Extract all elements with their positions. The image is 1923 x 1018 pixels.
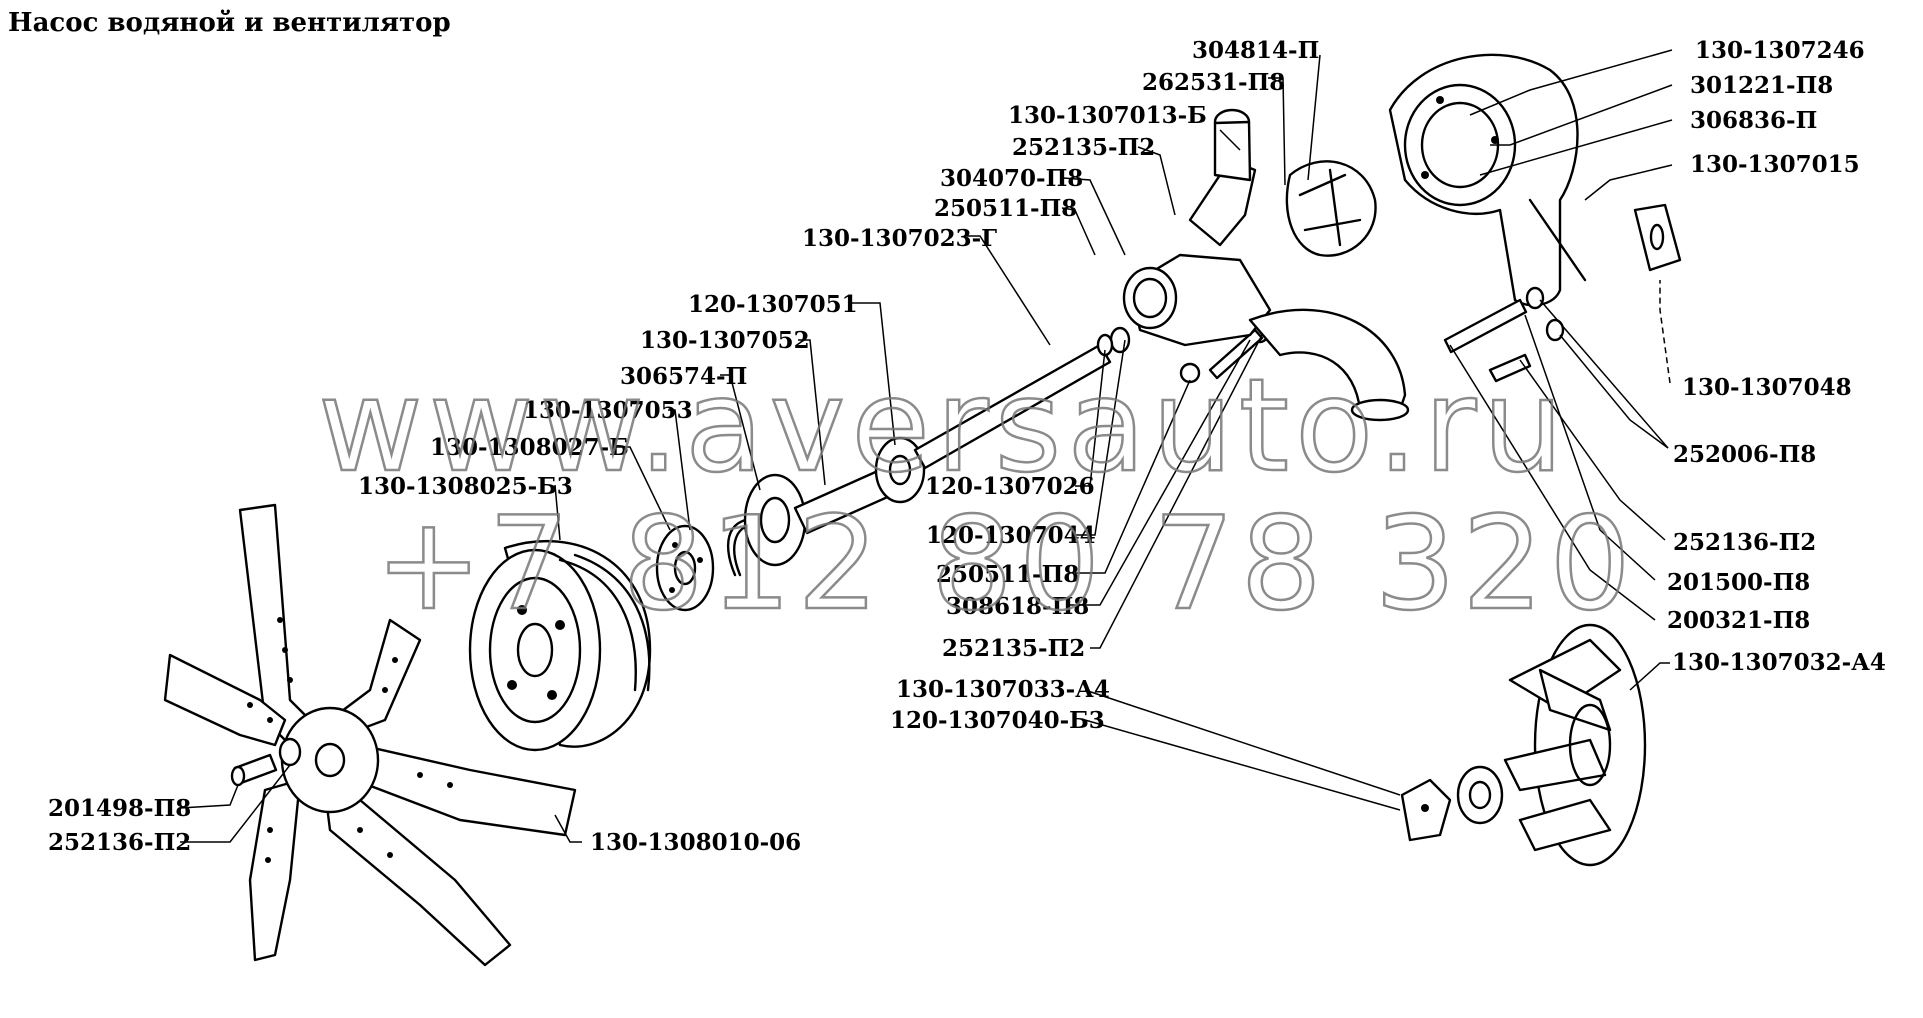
callout-label: 306574-П [620,363,747,390]
callout-label: 252006-П8 [1673,441,1816,468]
side-bolts [1443,286,1565,383]
watermark-phone: +7 812 80 78 320 [375,490,1637,639]
callout-labels: 304814-П 262531-П8 130-1307013-Б 252135-… [48,37,1886,856]
callout-label: 130-1307052 [640,327,810,354]
fan-blade-right [353,743,577,837]
pump-housing [1122,108,1410,422]
callout-label: 130-1308025-Б3 [358,473,573,500]
callout-label: 250511-П8 [934,195,1077,222]
front-bearing [874,436,926,504]
callout-label: 130-1307053 [523,397,693,424]
callout-label: 252135-П2 [1012,134,1155,161]
pulley-assembly [468,539,652,752]
callout-label: 130-1307033-А4 [896,676,1110,703]
callout-label: 252135-П2 [942,635,1085,662]
impeller [1503,623,1647,867]
callout-label: 120-1307026 [925,473,1095,500]
callout-label: 304814-П [1192,37,1319,64]
callout-label: 130-1307023-Г [802,225,997,252]
callout-label: 252136-П2 [1673,529,1816,556]
callout-label: 301221-П8 [1690,72,1833,99]
watermark-url: www.aversauto.ru [318,352,1570,501]
callout-label: 306836-П [1690,107,1817,134]
watermark: www.aversauto.ru +7 812 80 78 320 [317,351,1637,641]
fan-rivets [247,617,453,863]
pump-shaft [913,343,1112,470]
leader-lines [179,49,1673,843]
callout-label: 262531-П8 [1142,69,1285,96]
callout-label: 120-1307051 [688,291,858,318]
callout-label: 130-1307032-А4 [1672,649,1886,676]
pump-cover [1388,53,1587,307]
callout-label: 130-1308027-Б [430,434,629,461]
callout-label: 201498-П8 [48,795,191,822]
hub-flange [655,524,715,612]
seal-and-washer [1400,765,1504,842]
cover-gasket [1633,203,1682,272]
callout-label: 130-1307048 [1682,374,1852,401]
callout-label: 130-1307246 [1695,37,1865,64]
callout-label: 120-1307040-Б3 [890,707,1105,734]
callout-label: 201500-П8 [1667,569,1810,596]
callout-label: 200321-П8 [1667,607,1810,634]
callout-label: 130-1308010-06 [590,829,801,856]
snap-ring-and-bearing [726,473,807,577]
callout-label: 130-1307015 [1690,151,1860,178]
page-title: Насос водяной и вентилятор [8,8,451,38]
callout-label: 120-1307044 [926,522,1096,549]
callout-label: 304070-П8 [940,165,1083,192]
fan-assembly [163,503,577,967]
callout-label: 252136-П2 [48,829,191,856]
fan-blade-bottom [323,788,512,967]
fan-hub-center-hole [314,742,346,778]
fan-blade-left [163,653,287,747]
callout-label: 250511-П8 [936,561,1079,588]
callout-label: 130-1307013-Б [1008,102,1207,129]
callout-label: 308618-П8 [946,593,1089,620]
